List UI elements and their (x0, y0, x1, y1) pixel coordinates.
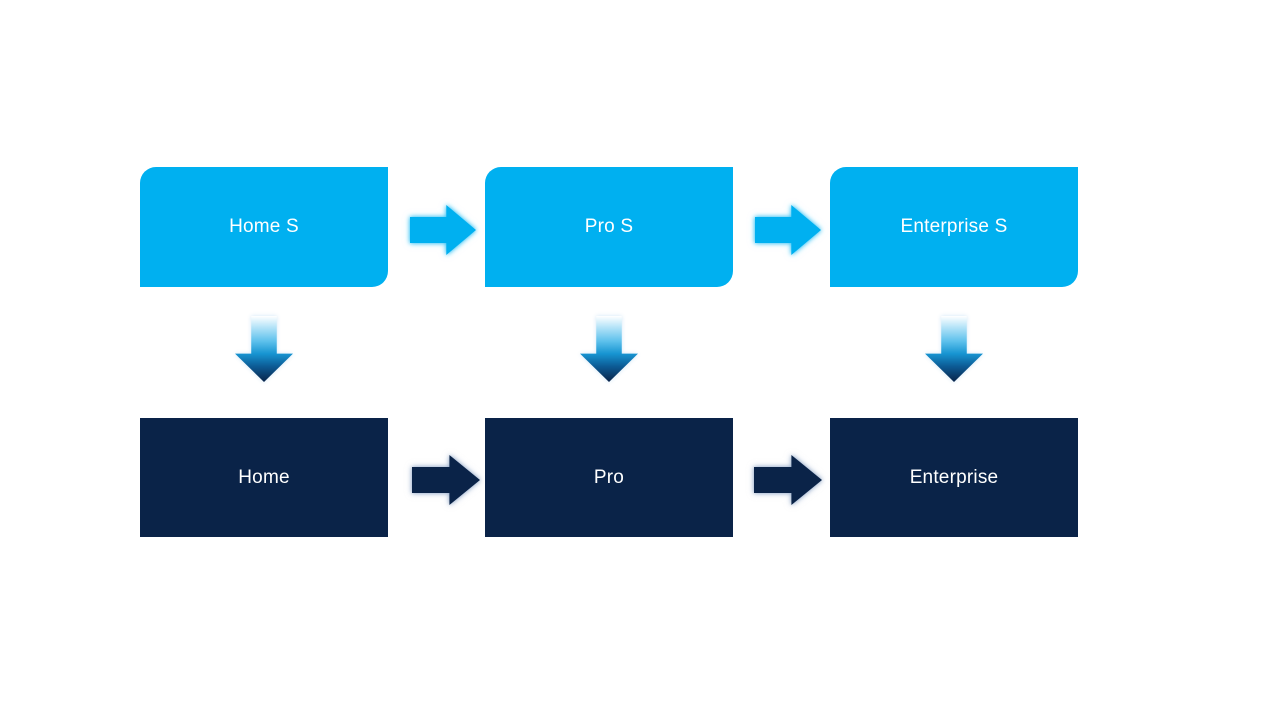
bottom-box-enterprise: Enterprise (830, 418, 1078, 537)
down-arrow-pro-s-to-pro-icon (580, 316, 638, 382)
right-arrow-home-s-to-pro-s-icon (410, 205, 476, 255)
bottom-box-home: Home (140, 418, 388, 537)
down-arrow-enterprise-s-to-enterprise-icon (925, 316, 983, 382)
top-box-home-s-label: Home S (229, 216, 299, 237)
top-box-pro-s: Pro S (485, 167, 733, 287)
right-arrow-home-to-pro-icon (412, 455, 480, 505)
bottom-box-home-label: Home (238, 466, 290, 488)
bottom-box-pro: Pro (485, 418, 733, 537)
top-box-home-s: Home S (140, 167, 388, 287)
top-box-pro-s-label: Pro S (584, 216, 634, 237)
bottom-box-pro-label: Pro (593, 466, 625, 488)
right-arrow-pro-to-enterprise-icon (754, 455, 822, 505)
bottom-box-enterprise-label: Enterprise (909, 466, 999, 488)
top-box-enterprise-s: Enterprise S (830, 167, 1078, 287)
top-box-enterprise-s-label: Enterprise S (900, 216, 1008, 237)
down-arrow-home-s-to-home-icon (235, 316, 293, 382)
right-arrow-pro-s-to-enterprise-s-icon (755, 205, 821, 255)
